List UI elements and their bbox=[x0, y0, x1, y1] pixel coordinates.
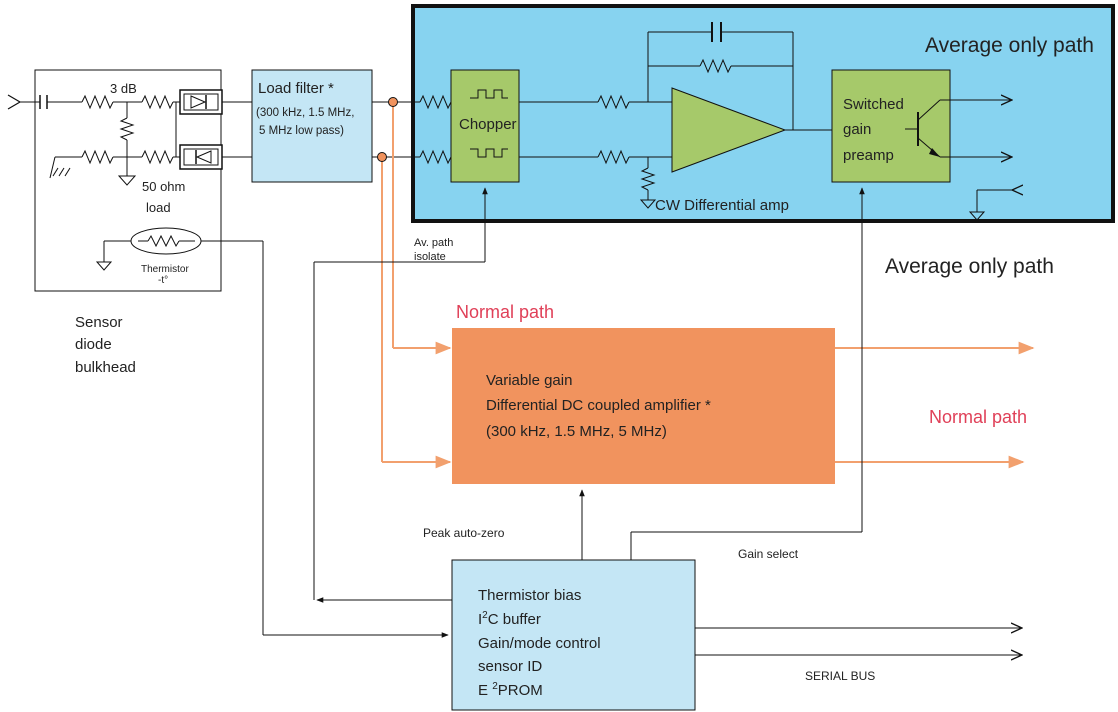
load-filter-line1: (300 kHz, 1.5 MHz, bbox=[256, 107, 354, 119]
av-isolate-line1: Av. path bbox=[414, 237, 453, 249]
preamp-label-line2: gain bbox=[843, 121, 871, 138]
cw-amp-label: CW Differential amp bbox=[655, 197, 789, 214]
normal-path-label-top: Normal path bbox=[456, 302, 554, 322]
preamp-label-line1: Switched bbox=[843, 96, 904, 113]
thermistor-label-line2: -t° bbox=[158, 275, 168, 286]
chopper-label: Chopper bbox=[459, 116, 517, 133]
average-path-panel bbox=[411, 4, 1115, 223]
control-line1: Thermistor bias bbox=[478, 587, 581, 604]
average-path-label-right: Average only path bbox=[885, 255, 1054, 278]
chopper-block bbox=[450, 69, 520, 183]
sensor-bulkhead bbox=[7, 69, 263, 292]
serial-bus-label: SERIAL BUS bbox=[805, 669, 875, 683]
variable-gain-amplifier bbox=[452, 328, 835, 484]
normal-path-wires bbox=[381, 102, 1035, 469]
load-filter-line2: 5 MHz low pass) bbox=[259, 125, 344, 137]
control-line3: Gain/mode control bbox=[478, 635, 601, 652]
load-label-line1: 50 ohm bbox=[142, 179, 185, 194]
control-line5: E 2PROM bbox=[478, 681, 543, 699]
thermistor-label-line1: Thermistor bbox=[141, 264, 189, 275]
preamp-label-line3: preamp bbox=[843, 147, 894, 164]
cw-differential-amp bbox=[671, 87, 787, 173]
peak-autozero-label: Peak auto-zero bbox=[423, 526, 505, 540]
sensor-caption-line3: bulkhead bbox=[75, 359, 136, 376]
vga-line1: Variable gain bbox=[486, 372, 572, 389]
load-filter-title: Load filter * bbox=[258, 80, 334, 97]
average-path-label-top: Average only path bbox=[925, 34, 1094, 57]
load-filter-box bbox=[251, 69, 373, 183]
sensor-caption-line2: diode bbox=[75, 336, 112, 353]
normal-path-label-right: Normal path bbox=[929, 407, 1027, 427]
control-line4: sensor ID bbox=[478, 658, 542, 675]
control-line2: I2C buffer bbox=[478, 610, 541, 628]
sensor-caption-line1: Sensor bbox=[75, 314, 123, 331]
switched-gain-preamp bbox=[831, 69, 951, 183]
control-block bbox=[451, 559, 696, 711]
load-label-line2: load bbox=[146, 200, 171, 215]
vga-line2: Differential DC coupled amplifier * bbox=[486, 397, 711, 414]
attenuator-label: 3 dB bbox=[110, 81, 137, 96]
gain-select-label: Gain select bbox=[738, 547, 799, 561]
av-isolate-line2: isolate bbox=[414, 251, 446, 263]
vga-line3: (300 kHz, 1.5 MHz, 5 MHz) bbox=[486, 423, 667, 440]
